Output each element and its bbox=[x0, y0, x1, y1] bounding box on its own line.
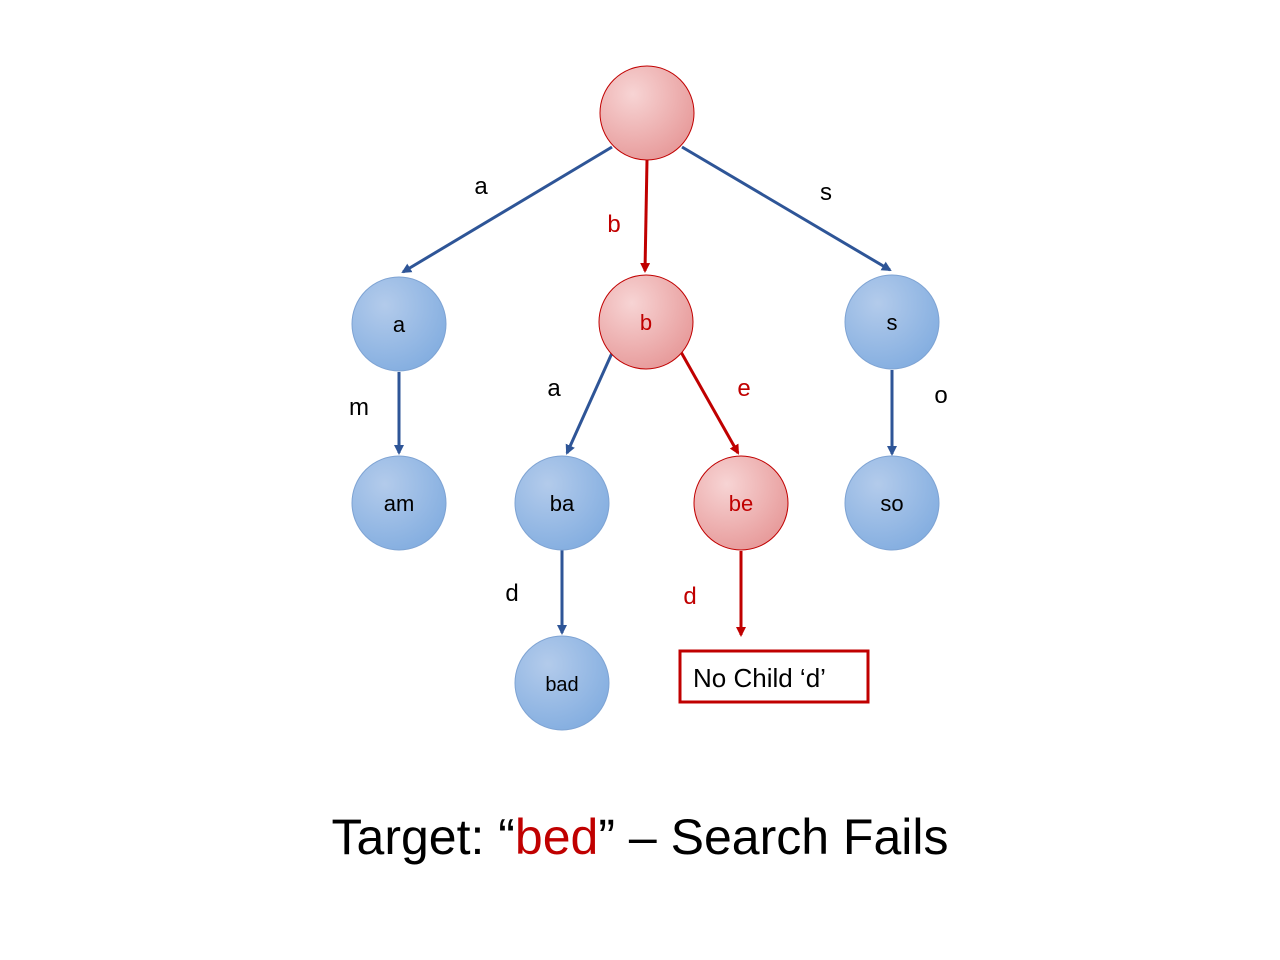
node-s: s bbox=[844, 274, 940, 370]
node-root bbox=[599, 65, 695, 161]
node-so: so bbox=[844, 455, 940, 551]
node-be-label: be bbox=[729, 491, 753, 516]
no-child-box: No Child ‘d’ bbox=[678, 649, 870, 704]
edge-label-root-s: s bbox=[820, 179, 832, 206]
edge-label-be-fail: d bbox=[683, 583, 696, 610]
node-am-label: am bbox=[384, 491, 415, 516]
node-ba-label: ba bbox=[550, 491, 575, 516]
edge-labels: a b s m a e o d d bbox=[349, 173, 948, 610]
edge-root-b-arrow bbox=[640, 159, 651, 273]
edge-b-be-arrow bbox=[679, 351, 740, 455]
edge-label-b-ba: a bbox=[547, 375, 561, 402]
node-be: be bbox=[693, 455, 789, 551]
edge-label-root-a: a bbox=[474, 173, 488, 200]
edges bbox=[394, 145, 897, 637]
nodes: a b s am ba be so bad bbox=[351, 65, 940, 731]
node-s-label: s bbox=[887, 310, 898, 335]
no-child-text: No Child ‘d’ bbox=[693, 663, 826, 693]
node-b-label: b bbox=[640, 310, 652, 335]
edge-label-ba-bad: d bbox=[505, 580, 518, 607]
node-so-label: so bbox=[880, 491, 903, 516]
edge-root-s-arrow bbox=[681, 145, 892, 272]
node-am: am bbox=[351, 455, 447, 551]
node-b: b bbox=[598, 274, 694, 370]
node-a: a bbox=[351, 276, 447, 372]
caption-target-word: bed bbox=[514, 809, 599, 865]
caption-prefix: Target: “ bbox=[331, 809, 515, 865]
edge-root-a-arrow bbox=[401, 145, 613, 274]
edge-label-s-so: o bbox=[934, 382, 947, 409]
caption-suffix: ” – Search Fails bbox=[598, 809, 949, 865]
node-bad-label: bad bbox=[545, 674, 578, 696]
edge-b-ba-arrow bbox=[565, 352, 614, 455]
edge-label-b-be: e bbox=[737, 375, 750, 402]
node-ba: ba bbox=[514, 455, 610, 551]
edge-label-root-b: b bbox=[607, 211, 620, 238]
node-a-label: a bbox=[393, 312, 406, 337]
node-bad: bad bbox=[514, 635, 610, 731]
edge-label-a-am: m bbox=[349, 394, 369, 421]
slide-caption: Target: “bed” – Search Fails bbox=[0, 808, 1280, 866]
